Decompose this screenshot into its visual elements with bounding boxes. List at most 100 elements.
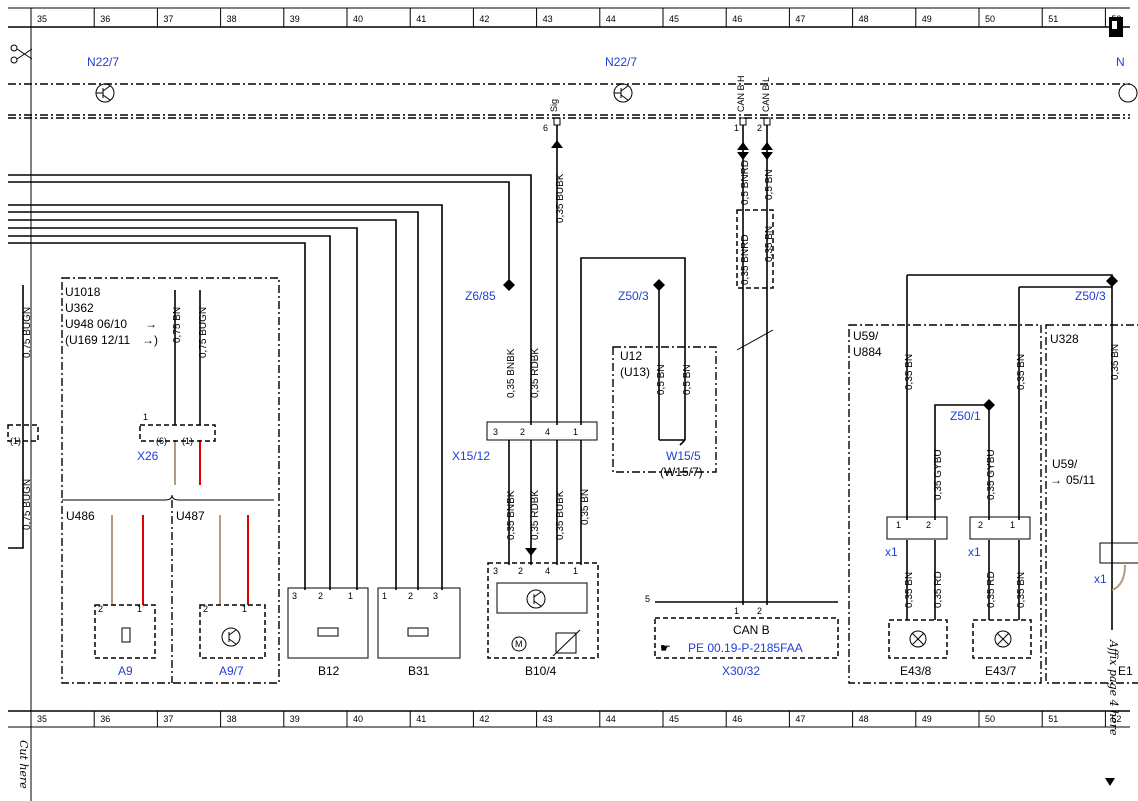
lamp-icon — [994, 630, 1012, 648]
wire-label: 0,75 BUGN — [22, 307, 33, 358]
wire-label: 0,5 BN — [656, 364, 667, 395]
ruler-column-number: 36 — [100, 714, 110, 724]
x1-connector-left — [886, 516, 948, 540]
ruler-column-number: 48 — [859, 14, 869, 24]
x26-connector — [139, 424, 216, 442]
u486-label: U486 — [66, 509, 95, 523]
pin-2-label: 2 — [757, 123, 762, 133]
e1-label: E1 — [1118, 664, 1133, 678]
wire-label: 0,75 BUGN — [22, 479, 33, 530]
splice-icon — [503, 279, 515, 291]
u362-label: U362 — [65, 301, 94, 315]
b104-label: B10/4 — [525, 664, 557, 678]
ruler-column-number: 37 — [163, 14, 173, 24]
z503-right-label: Z50/3 — [1075, 289, 1106, 303]
splice-icon — [1106, 275, 1118, 287]
wire-label: 0,35 BN — [764, 226, 775, 262]
wire-label: 0,35 BN — [1110, 344, 1121, 380]
colored-wires — [111, 440, 1126, 605]
arrow-icon: → — [145, 317, 157, 331]
x1512-label: X15/12 — [452, 449, 490, 463]
ruler-column-number: 47 — [795, 14, 805, 24]
x1-connector-right — [969, 516, 1031, 540]
ruler-column-number: 39 — [290, 714, 300, 724]
transistor-icon — [221, 627, 241, 647]
u12-label: U12 — [620, 349, 642, 363]
x3032-pin-1: 1 — [734, 606, 739, 616]
wire-label: 0,75 BUGN — [198, 307, 209, 358]
wire-label: 0,35 BUBK — [555, 173, 566, 223]
x1512-pin-3: 3 — [493, 427, 498, 437]
wire-labels: 0,35 BUBK 0,5 BNRD 0,5 BN 0,35 BNRD 0,35… — [22, 160, 1121, 608]
ruler-column-number: 42 — [479, 14, 489, 24]
transistor-icon — [1118, 83, 1138, 103]
left-connector-pin: (1) — [10, 436, 21, 446]
ruler-column-number: 37 — [163, 714, 173, 724]
e437-lamp — [972, 619, 1032, 659]
x1-connector-far — [1099, 542, 1138, 564]
pin-can-h-label: CAN B H — [736, 75, 746, 112]
splice-icon — [983, 399, 995, 411]
pe-reference-link[interactable]: PE 00.19-P-2185FAA — [688, 641, 803, 655]
ruler-column-number: 48 — [859, 714, 869, 724]
wire-bus — [8, 125, 1113, 630]
u59-0511-label-a: U59/ — [1052, 457, 1078, 471]
wire-label: 0,35 BN — [904, 354, 915, 390]
e437-label: E43/7 — [985, 664, 1017, 678]
x1512-pin-2: 2 — [520, 427, 525, 437]
wire-label: 0,35 RDBK — [530, 490, 541, 540]
ruler-column-number: 39 — [290, 14, 300, 24]
u59-module-box — [848, 324, 1042, 684]
wire-label: 0,35 RD — [986, 571, 997, 608]
pressure-sensor-icon — [407, 627, 429, 637]
b31-pin-2: 2 — [408, 591, 413, 601]
b31-label: B31 — [408, 664, 430, 678]
u328-label: U328 — [1050, 332, 1079, 346]
wire-label: 0,35 GYBU — [986, 449, 997, 500]
arrow-icon: → — [1050, 473, 1062, 487]
x1b-pin-1: 1 — [1010, 520, 1015, 530]
ruler-column-number: 44 — [606, 714, 616, 724]
transistor-icon — [613, 83, 633, 103]
ruler-column-number: 35 — [37, 714, 47, 724]
pin-1-label: 1 — [734, 123, 739, 133]
wire-label: 0,75 BN — [172, 307, 183, 343]
u487-label: U487 — [176, 509, 205, 523]
b12-pin-1: 1 — [348, 591, 353, 601]
u13-label: (U13) — [620, 365, 650, 379]
ruler-column-number: 41 — [416, 714, 426, 724]
b12-sensor — [287, 587, 369, 659]
wire-label: 0,35 BN — [1016, 572, 1027, 608]
svg-text:M: M — [515, 639, 523, 649]
can-arrows — [525, 140, 773, 556]
arrow-icon: →) — [142, 333, 158, 347]
split-bracket — [62, 494, 274, 501]
x26-pin-6: (6) — [156, 436, 167, 446]
a97-label: A9/7 — [219, 664, 244, 678]
b104-pin-3: 3 — [493, 566, 498, 576]
a9-label: A9 — [118, 664, 133, 678]
u1018-label: U1018 — [65, 285, 101, 299]
u948-label: U948 06/10 — [65, 317, 127, 331]
wire-label: 0,35 BNBK — [506, 348, 517, 398]
b104-pin-4: 4 — [545, 566, 550, 576]
pressure-sensor-icon — [317, 627, 339, 637]
x1-pin-1: 1 — [896, 520, 901, 530]
z503-label: Z50/3 — [618, 289, 649, 303]
temperature-sensor-icon — [552, 629, 581, 657]
w157-label: (W15/7) — [660, 465, 703, 479]
ruler-column-number: 40 — [353, 714, 363, 724]
u59-0511-label-b: 05/11 — [1066, 473, 1095, 487]
x26-label: X26 — [137, 449, 159, 463]
relay-coil-icon — [121, 627, 131, 643]
x3032-pin-5: 5 — [645, 594, 650, 604]
x26-pin-1b: (1) — [182, 436, 193, 446]
x3032-pin-2: 2 — [757, 606, 762, 616]
ruler-column-number: 45 — [669, 14, 679, 24]
lamp-icon — [909, 630, 927, 648]
b12-label: B12 — [318, 664, 340, 678]
x1512-connector — [486, 421, 598, 441]
u328-module-box — [1045, 324, 1138, 684]
